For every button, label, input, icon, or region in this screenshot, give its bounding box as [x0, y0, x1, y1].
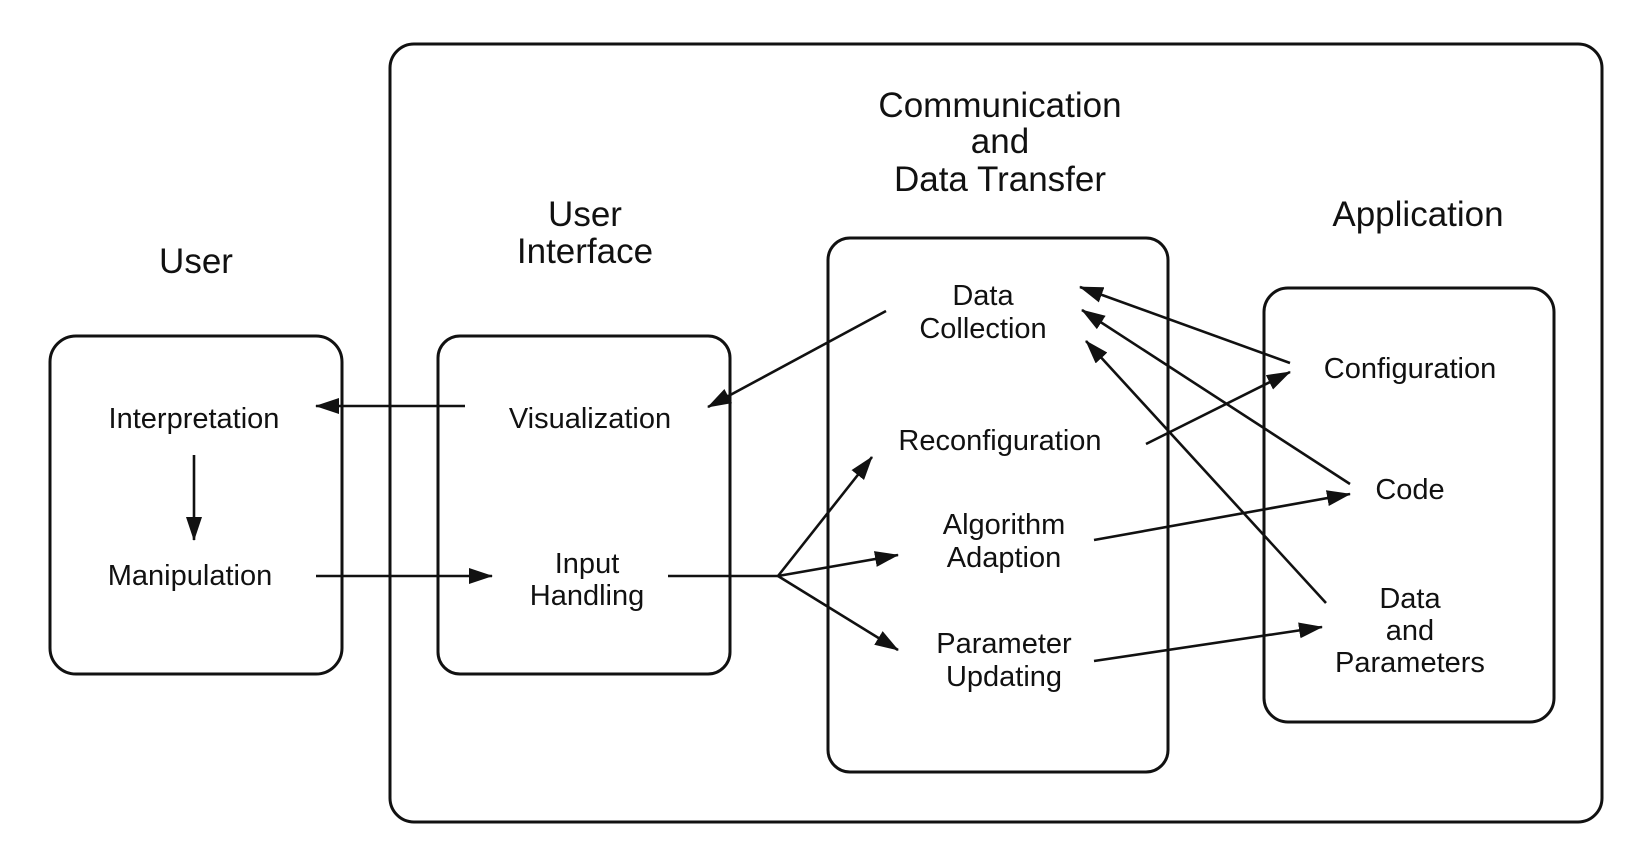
data-parameters-node-line1: Data	[1379, 583, 1441, 615]
parameter-updating-node-line1: Parameter	[936, 628, 1072, 660]
algorithm-adaption-node-line2: Adaption	[947, 542, 1062, 574]
arrow-configuration-to-data-collection	[1079, 285, 1291, 365]
user-interface-box	[436, 334, 732, 676]
manipulation-node: Manipulation	[108, 560, 272, 592]
application-box	[1262, 286, 1556, 724]
data-collection-node-line1: Data	[952, 280, 1014, 312]
interpretation-node: Interpretation	[109, 403, 280, 435]
arrow-input-to-algorithm-adaption	[777, 551, 899, 578]
user-heading: User	[159, 242, 233, 281]
data-parameters-node-line3: Parameters	[1335, 647, 1485, 679]
user-interface-heading-line1: User	[548, 195, 622, 234]
arrow-input-to-parameter-updating	[777, 574, 899, 652]
communication-heading-line2: and	[971, 122, 1029, 161]
arrow-data-collection-to-visualization	[707, 309, 887, 409]
arrow-algorithm-adaption-to-code	[1093, 490, 1351, 542]
arrow-input-to-reconfiguration	[776, 456, 874, 577]
configuration-node: Configuration	[1324, 353, 1497, 385]
communication-box	[826, 236, 1170, 774]
arrow-data-parameters-to-data-collection	[1085, 340, 1327, 604]
visualization-node: Visualization	[509, 403, 671, 435]
algorithm-adaption-node-line1: Algorithm	[943, 509, 1066, 541]
system-frame	[388, 42, 1604, 824]
user-interface-heading-line2: Interface	[517, 232, 653, 271]
communication-heading-line3: Data Transfer	[894, 160, 1106, 199]
code-node: Code	[1375, 474, 1444, 506]
arrow-parameter-updating-to-data-parameters	[1093, 622, 1323, 663]
data-parameters-node-line2: and	[1386, 615, 1434, 647]
reconfiguration-node: Reconfiguration	[898, 425, 1101, 457]
data-collection-node-line2: Collection	[919, 313, 1046, 345]
arrow-code-to-data-collection	[1081, 308, 1351, 486]
input-handling-node-line2: Handling	[530, 580, 644, 612]
application-heading: Application	[1332, 195, 1503, 234]
parameter-updating-node-line2: Updating	[946, 661, 1062, 693]
communication-heading-line1: Communication	[878, 86, 1121, 125]
user-box	[48, 334, 344, 676]
input-handling-node-line1: Input	[555, 548, 620, 580]
